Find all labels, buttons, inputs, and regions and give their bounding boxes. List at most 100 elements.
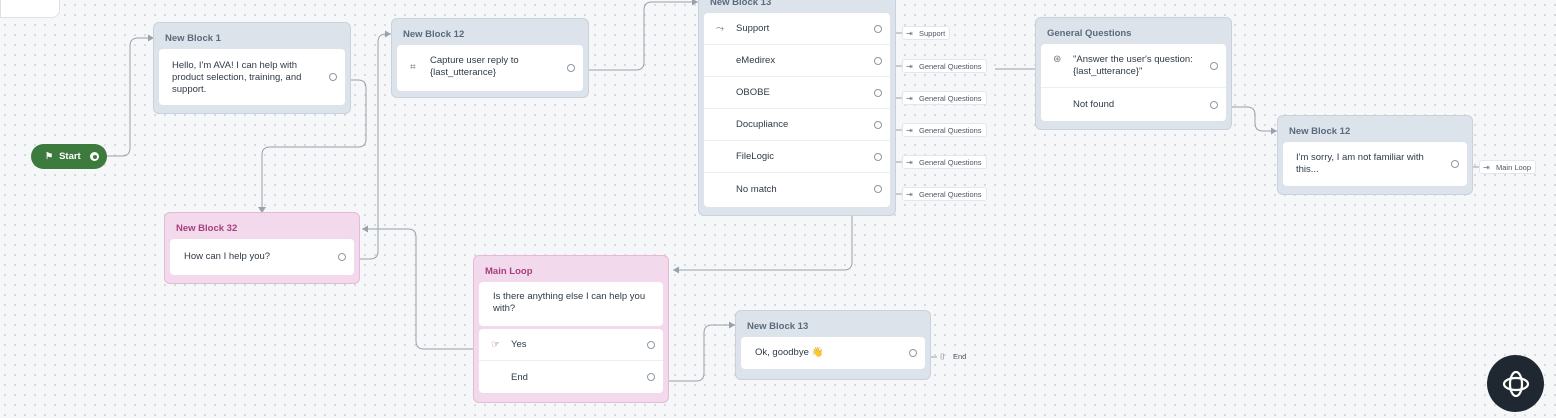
block-general-questions[interactable]: General Questions ⊛ "Answer the user's q… (1035, 17, 1232, 130)
step-text: Is there anything else I can help you wi… (493, 291, 646, 314)
wire-choice-to-mainloop (673, 215, 853, 271)
not-found-label: Not found (1073, 99, 1115, 110)
end-icon: ⌷ (940, 352, 945, 361)
block-new-block-32[interactable]: New Block 32 How can I help you? (164, 212, 360, 284)
choice-row[interactable]: ☞ Yes (479, 329, 663, 361)
start-node[interactable]: ⚑ Start (31, 144, 107, 169)
choice-label: Yes (511, 339, 527, 350)
choice-label: Docupliance (736, 119, 789, 130)
speak-step[interactable]: Hello, I'm AVA! I can help with product … (159, 49, 345, 105)
capture-step[interactable]: ⌗ Capture user reply to {last_utterance} (397, 45, 583, 91)
output-port[interactable] (874, 88, 882, 97)
wire-capture-to-choice (578, 1, 698, 71)
not-found-row[interactable]: Not found (1041, 88, 1226, 121)
buttons-icon: ☞ (491, 339, 500, 350)
goto-chip-main-loop[interactable]: ⇥ Main Loop (1479, 160, 1537, 174)
choice-label: End (511, 371, 528, 383)
choice-row[interactable]: eMedirex (704, 45, 890, 77)
choice-row[interactable]: OBOBE (704, 77, 890, 109)
chip-label: General Questions (919, 190, 982, 199)
block-title: New Block 32 (176, 223, 238, 234)
speak-step[interactable]: I'm sorry, I am not familiar with this..… (1283, 142, 1467, 186)
wire-end-to-goodbye (658, 324, 735, 382)
assistant-launcher-button[interactable] (1487, 355, 1544, 412)
chip-label: General Questions (919, 126, 982, 135)
output-port[interactable] (647, 373, 655, 381)
output-port[interactable] (874, 24, 882, 33)
chip-label: End (953, 352, 967, 361)
choice-row[interactable]: ⤳ Support (704, 13, 890, 45)
block-title: New Block 12 (403, 29, 465, 40)
output-port[interactable] (1210, 61, 1218, 70)
step-text: Hello, I'm AVA! I can help with product … (172, 60, 302, 95)
wire-start-to-block1 (106, 37, 154, 157)
goto-chip-general-questions[interactable]: ⇥ General Questions (902, 155, 987, 169)
output-port[interactable] (874, 120, 882, 129)
output-port[interactable] (567, 64, 575, 72)
goto-icon: ⇥ (906, 158, 913, 167)
goto-icon: ⇥ (906, 190, 913, 199)
chip-label: General Questions (919, 62, 982, 71)
choice-label: eMedirex (736, 55, 776, 66)
block-new-block-1[interactable]: New Block 1 Hello, I'm AVA! I can help w… (153, 22, 351, 114)
ai-prompt-text: "Answer the user's question: {last_utter… (1073, 53, 1193, 77)
block-new-block-13-choice[interactable]: New Block 13 ⤳ Support eMedirex OBOBE Do… (698, 0, 896, 216)
output-port[interactable] (874, 56, 882, 65)
buttons-step[interactable]: ☞ Yes End (479, 329, 663, 393)
output-port[interactable] (874, 152, 882, 161)
speak-step[interactable]: How can I help you? (170, 239, 354, 275)
choice-row[interactable]: No match (704, 173, 890, 205)
output-port[interactable] (874, 185, 882, 193)
goto-chip-general-questions[interactable]: ⇥ General Questions (902, 59, 987, 73)
goto-icon: ⇥ (906, 94, 913, 103)
goto-icon: ⇥ (906, 29, 913, 38)
chip-label: General Questions (919, 94, 982, 103)
output-port[interactable] (1451, 160, 1459, 168)
ai-prompt-row[interactable]: ⊛ "Answer the user's question: {last_utt… (1041, 44, 1226, 88)
goto-chip-general-questions[interactable]: ⇥ General Questions (902, 187, 987, 201)
canvas-toolbar-stub[interactable] (0, 0, 60, 18)
choice-row[interactable]: End (479, 361, 663, 393)
chip-label: Support (919, 29, 946, 38)
output-port[interactable] (338, 253, 346, 261)
start-label: Start (59, 151, 81, 162)
block-new-block-12-capture[interactable]: New Block 12 ⌗ Capture user reply to {la… (391, 18, 589, 98)
block-new-block-12-sorry[interactable]: New Block 12 I'm sorry, I am not familia… (1277, 115, 1473, 195)
block-title: New Block 1 (165, 33, 221, 44)
goto-chip-general-questions[interactable]: ⇥ General Questions (902, 91, 987, 105)
chip-label: Main Loop (1496, 163, 1532, 172)
goto-icon: ⇥ (906, 62, 913, 71)
choice-label: No match (736, 183, 777, 195)
block-title: New Block 13 (747, 321, 809, 332)
speak-step[interactable]: Ok, goodbye 👋 (741, 337, 925, 369)
output-port[interactable] (647, 340, 655, 349)
output-port[interactable] (329, 73, 337, 81)
speak-step[interactable]: Is there anything else I can help you wi… (479, 282, 663, 326)
block-title: New Block 13 (710, 0, 772, 8)
block-new-block-13-goodbye[interactable]: New Block 13 Ok, goodbye 👋 (735, 310, 931, 380)
end-chip[interactable]: ⌷ End (937, 350, 970, 364)
choice-row[interactable]: FileLogic (704, 141, 890, 173)
ai-icon: ⊛ (1053, 54, 1062, 65)
capture-icon: ⌗ (410, 62, 416, 73)
goto-icon: ⇥ (1483, 163, 1490, 172)
step-text: Ok, goodbye 👋 (755, 347, 824, 358)
block-main-loop[interactable]: Main Loop Is there anything else I can h… (473, 255, 669, 403)
ai-response-step[interactable]: ⊛ "Answer the user's question: {last_utt… (1041, 44, 1226, 121)
step-text: I'm sorry, I am not familiar with this..… (1296, 152, 1424, 175)
output-port[interactable] (909, 349, 917, 357)
chip-label: General Questions (919, 158, 982, 167)
start-output-port[interactable] (90, 152, 99, 161)
choice-step[interactable]: ⤳ Support eMedirex OBOBE Docupliance Fil… (704, 13, 890, 207)
choice-label: OBOBE (736, 87, 770, 98)
goto-chip-general-questions[interactable]: ⇥ General Questions (902, 123, 987, 137)
goto-chip-support[interactable]: ⇥ Support (902, 26, 951, 40)
choice-label: Support (736, 23, 770, 34)
block-title: Main Loop (485, 266, 533, 277)
step-text: Capture user reply to {last_utterance} (430, 55, 519, 78)
output-port[interactable] (1210, 100, 1218, 109)
block-title: New Block 12 (1289, 126, 1351, 137)
choice-row[interactable]: Docupliance (704, 109, 890, 141)
flag-icon: ⚑ (45, 151, 54, 161)
branch-icon: ⤳ (716, 23, 724, 34)
